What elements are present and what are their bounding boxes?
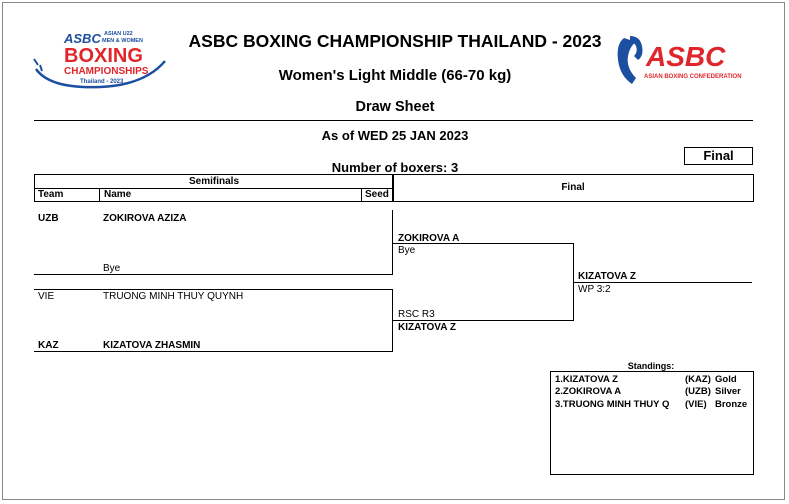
standing-2-name: 2.ZOKIROVA A [555,386,622,397]
final-result: WP 3:2 [578,284,611,295]
semi-4-name: KIZATOVA ZHASMIN [103,340,201,351]
semi-2-name: Bye [103,263,121,274]
event-title: ASBC BOXING CHAMPIONSHIP THAILAND - 2023 [188,31,602,51]
as-of-date: As of WED 25 JAN 2023 [321,128,469,143]
number-of-boxers: Number of boxers: 3 [331,160,459,175]
standing-1-medal: Gold [715,374,737,385]
semi-1-name: ZOKIROVA AZIZA [103,213,187,224]
final-label: Final [561,182,585,193]
logo-u22-text: ASIAN U22 [104,31,133,37]
final-winner: KIZATOVA Z [578,271,636,282]
seed-column-header: Seed [365,189,389,200]
semi-3-name: TRUONG MINH THUY QUYNH [103,291,244,302]
weight-category: Women's Light Middle (66-70 kg) [278,67,512,84]
standings-box: 1.KIZATOVA Z (KAZ) Gold 2.ZOKIROVA A (UZ… [550,371,754,475]
semi-1-team: UZB [38,213,59,224]
logo-championships-text: CHAMPIONSHIPS [64,66,149,77]
document-type: Draw Sheet [355,99,435,115]
semifinals-label: Semifinals [188,176,240,187]
standings-title: Standings: [627,361,675,371]
round2-bottom-winner: KIZATOVA Z [398,322,456,333]
semi-3-team: VIE [38,291,55,302]
round2-top-result: Bye [398,245,416,256]
header-divider [34,120,753,121]
logo-boxing-text: BOXING [64,45,143,67]
asian-boxing-confederation-logo: ASBC ASIAN BOXING CONFEDERATION [617,36,742,84]
semifinals-header: Semifinals Team Name Seed [34,174,394,202]
standing-2-medal: Silver [715,386,741,397]
logo-thailand-text: Thailand - 2023 [80,79,124,85]
standing-1-name: 1.KIZATOVA Z [555,374,618,385]
standing-2-team: (UZB) [685,386,711,397]
round2-bottom-result: RSC R3 [398,309,435,320]
logo-asbc-text: ASBC [63,31,101,46]
standing-3-medal: Bronze [715,399,748,410]
logo-tagline: ASIAN BOXING CONFEDERATION [644,74,742,80]
asbc-championship-logo: ASBC ASIAN U22 MEN & WOMEN BOXING CHAMPI… [33,31,166,89]
semi-4-team: KAZ [38,340,59,351]
name-column-header: Name [104,189,132,200]
standing-3-name: 3.TRUONG MINH THUY Q [555,399,670,410]
round2-top-winner: ZOKIROVA A [398,233,460,244]
final-header: Final [392,174,754,202]
standing-1-team: (KAZ) [685,374,711,385]
logo-asbc-brand: ASBC [645,41,726,72]
standing-3-team: (VIE) [685,399,707,410]
team-column-header: Team [38,189,64,200]
logo-men-women-text: MEN & WOMEN [102,38,143,44]
final-round-box: Final [684,147,753,165]
